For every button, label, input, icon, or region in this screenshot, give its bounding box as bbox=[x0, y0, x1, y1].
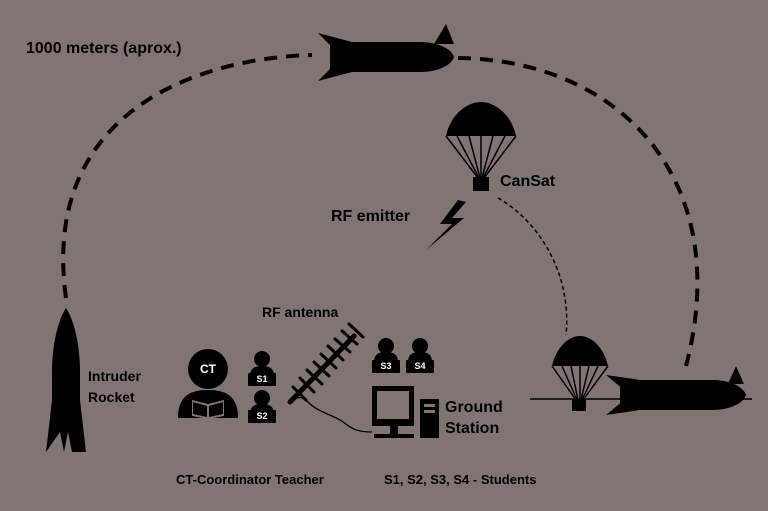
coordinator-legend: CT-Coordinator Teacher bbox=[176, 472, 324, 487]
intruder-rocket-icon bbox=[46, 308, 86, 452]
student-s1-badge: S1 bbox=[248, 373, 276, 386]
cansat-label: CanSat bbox=[500, 173, 556, 190]
intruder-rocket-label-line1: Intruder bbox=[88, 368, 141, 384]
student-s3-badge: S3 bbox=[372, 360, 400, 373]
rocket-trajectory-descent bbox=[457, 56, 700, 367]
ground-station-label-line2: Station bbox=[445, 420, 500, 437]
ground-station-computer-icon bbox=[372, 386, 439, 438]
rf-antenna-label: RF antenna bbox=[262, 304, 339, 320]
students-legend: S1, S2, S3, S4 - Students bbox=[384, 472, 537, 487]
coordinator-teacher-icon bbox=[178, 349, 238, 419]
rf-lightning-icon bbox=[426, 200, 466, 250]
landed-cansat-parachute-icon bbox=[551, 336, 609, 411]
cansat-descent-path bbox=[497, 197, 568, 336]
rocket-trajectory bbox=[61, 53, 313, 299]
ground-station-label-line1: Ground bbox=[445, 399, 503, 416]
intruder-rocket-label-line2: Rocket bbox=[88, 389, 135, 405]
student-s3-icon bbox=[374, 338, 398, 362]
student-s2-badge: S2 bbox=[248, 410, 276, 423]
crashed-rocket-icon bbox=[606, 366, 746, 415]
cansat-parachute-icon bbox=[445, 102, 517, 191]
student-s4-icon bbox=[408, 338, 432, 362]
rf-antenna-icon bbox=[287, 322, 365, 405]
coordinator-badge: CT bbox=[200, 362, 216, 376]
antenna-cable bbox=[289, 396, 373, 433]
rocket-in-flight-icon bbox=[318, 24, 454, 81]
student-s4-badge: S4 bbox=[406, 360, 434, 373]
rf-emitter-label: RF emitter bbox=[331, 208, 411, 225]
distance-label: 1000 meters (aprox.) bbox=[26, 40, 182, 57]
